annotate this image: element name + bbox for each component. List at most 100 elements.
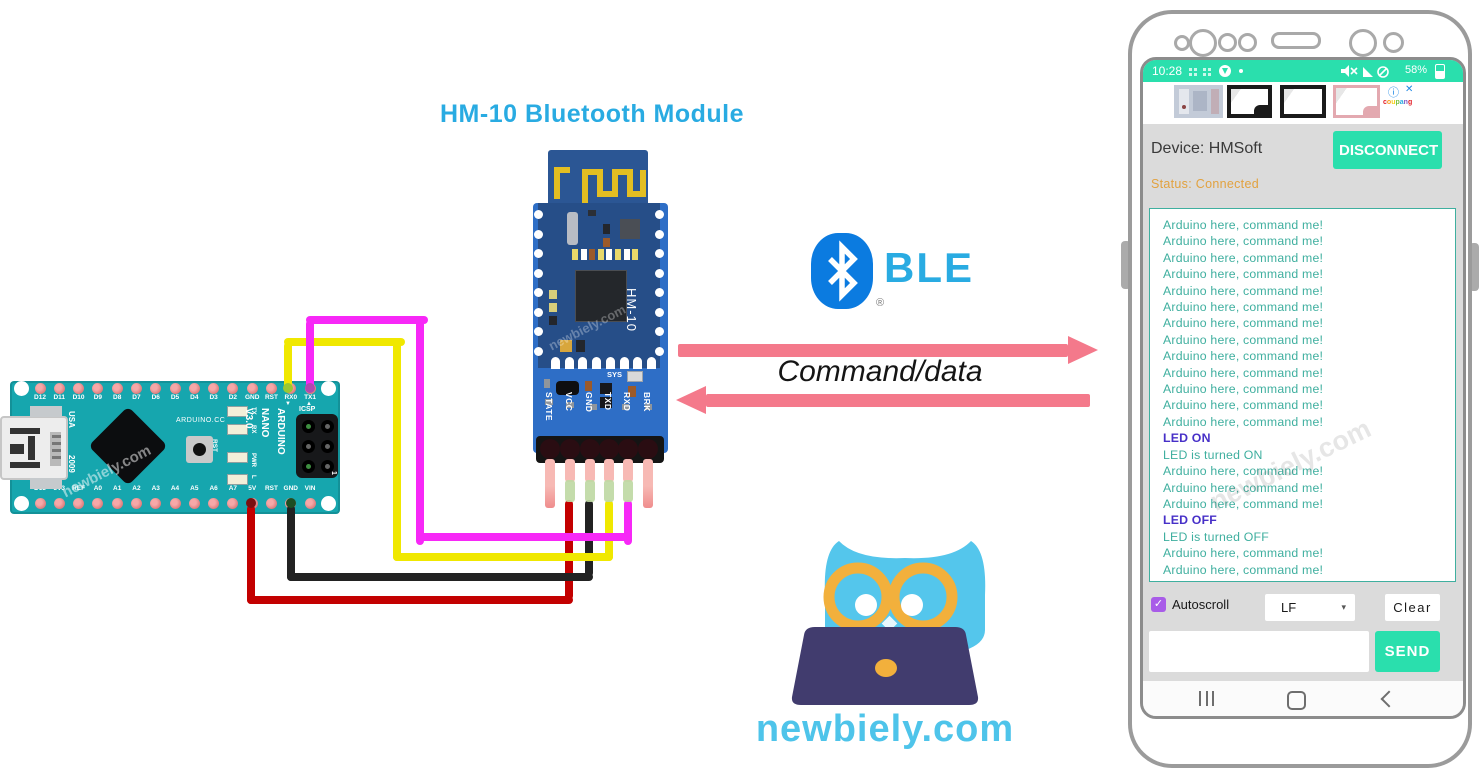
send-button[interactable]: SEND [1375,631,1440,672]
site-name: newbiely.com [755,708,1015,750]
pin-d9 [92,382,104,394]
smd-part [623,249,630,260]
sys-led [627,371,643,382]
back-button[interactable] [1380,690,1398,708]
wire-red-5v-vcc [247,505,255,604]
wire-sleeve [565,480,575,502]
power-button [1469,243,1479,291]
ad-banner[interactable]: ⓘ ✕ coupang [1143,82,1463,124]
wire-magenta-tx1-rxd [306,320,314,392]
smd-part [544,379,550,388]
smd-part [597,249,604,260]
terminal-line: Arduino here, command me! [1163,316,1324,331]
terminal-line: Arduino here, command me! [1163,218,1324,232]
usb-pad [30,406,62,417]
mute-x [1350,67,1358,75]
autoscroll-checkbox[interactable]: ✓ [1151,597,1166,612]
wire-yellow-rx0-txd [393,553,613,561]
hm10-pin-label-gnd: GND [584,392,594,413]
castellation [655,346,664,356]
statusbar-right-icons [1341,65,1389,78]
castellation [655,268,664,278]
recents-button[interactable] [1199,691,1215,706]
pin-label-gnd: GND [244,394,260,401]
wire-red-5v-vcc [247,596,573,604]
pin-label-d9: D9 [93,394,103,401]
pin-label-d3: D3 [209,394,218,401]
pin-label-a1: A1 [113,485,122,492]
icsp-label: ICSP [299,406,316,413]
pin-a1 [111,497,123,509]
rx-led [227,424,248,435]
smd-part [603,238,610,247]
ad-thumbnail-board-black[interactable] [1227,85,1272,118]
clear-button[interactable]: Clear [1385,594,1440,621]
clock: 10:28 [1152,64,1183,78]
pin-label-rst: RST [264,394,278,401]
castellation [534,210,543,219]
pin-a5 [188,497,200,509]
ad-thumbnail-circuit[interactable] [1174,85,1223,118]
castellation [534,268,543,278]
antenna-trace [554,167,646,208]
connection-status: Status: Connected [1151,177,1259,191]
ad-thumbnail-board-black[interactable] [1280,85,1326,118]
pin-label-d11: D11 [53,394,66,401]
arrow-right-shaft [678,344,1068,357]
l-led [227,474,248,485]
ad-close-icon[interactable]: ✕ [1405,84,1414,95]
pin-label-d5: D5 [170,394,180,401]
board-brand: ARDUINO.CC [176,417,226,424]
pin-a3 [150,497,162,509]
hm10-pin-label-rxd: RXD [622,392,632,412]
castellation [534,346,543,356]
smd-part [560,340,572,352]
arrow-right-head [1068,336,1098,364]
antenna-board [548,150,648,210]
volume-button [1121,241,1131,289]
terminal-line: Arduino here, command me! [1163,250,1324,265]
reset-button[interactable] [186,436,213,463]
terminal-line: Arduino here, command me! [1163,349,1324,364]
hm10-pin-label-state: STATE [544,392,554,422]
terminal-log[interactable]: Arduino here, command me! Arduino here, c… [1149,208,1456,582]
mount-hole [321,496,336,511]
castellation [534,288,543,297]
hm10-pin-label-brk: BRK [642,392,652,412]
disconnect-button[interactable]: DISCONNECT [1333,131,1442,169]
hm10-pin-rxd [623,459,633,482]
line-ending-dropdown[interactable]: LF ▾ [1265,594,1355,621]
owl-eye [901,594,923,616]
mute-icon [1341,65,1349,77]
pin-label-d10: D10 [72,394,85,401]
registered-mark: ® [876,297,885,309]
arrow-left-shaft [706,394,1090,407]
castellation [578,357,588,369]
pin-label-5v: 5V [248,485,257,492]
castellation [534,229,543,239]
crystal [556,381,579,395]
home-button[interactable] [1287,691,1306,710]
smd-part [549,303,557,312]
page-title: HM-10 Bluetooth Module [440,100,745,128]
sensor-dot [1218,33,1237,52]
hm10-pin-label-txd: TXD [603,392,613,411]
pin-d4 [188,382,200,394]
ad-info-icon[interactable]: ⓘ [1388,87,1399,99]
smd-part [622,404,629,410]
pin-label-gnd: GND [283,485,298,492]
wire-yellow-rx0-txd [605,500,613,561]
castellation [605,357,615,369]
mount-hole [14,381,29,396]
message-input[interactable] [1149,631,1369,672]
pin-label-a3: A3 [151,485,160,492]
mount-hole [14,496,29,511]
ad-thumbnail-board-pink[interactable] [1333,85,1380,118]
pin-a6 [208,497,220,509]
castellation [551,357,560,369]
castellation [633,357,643,369]
wire-yellow-rx0-txd [284,342,292,392]
wire-black-gnd [287,505,295,581]
